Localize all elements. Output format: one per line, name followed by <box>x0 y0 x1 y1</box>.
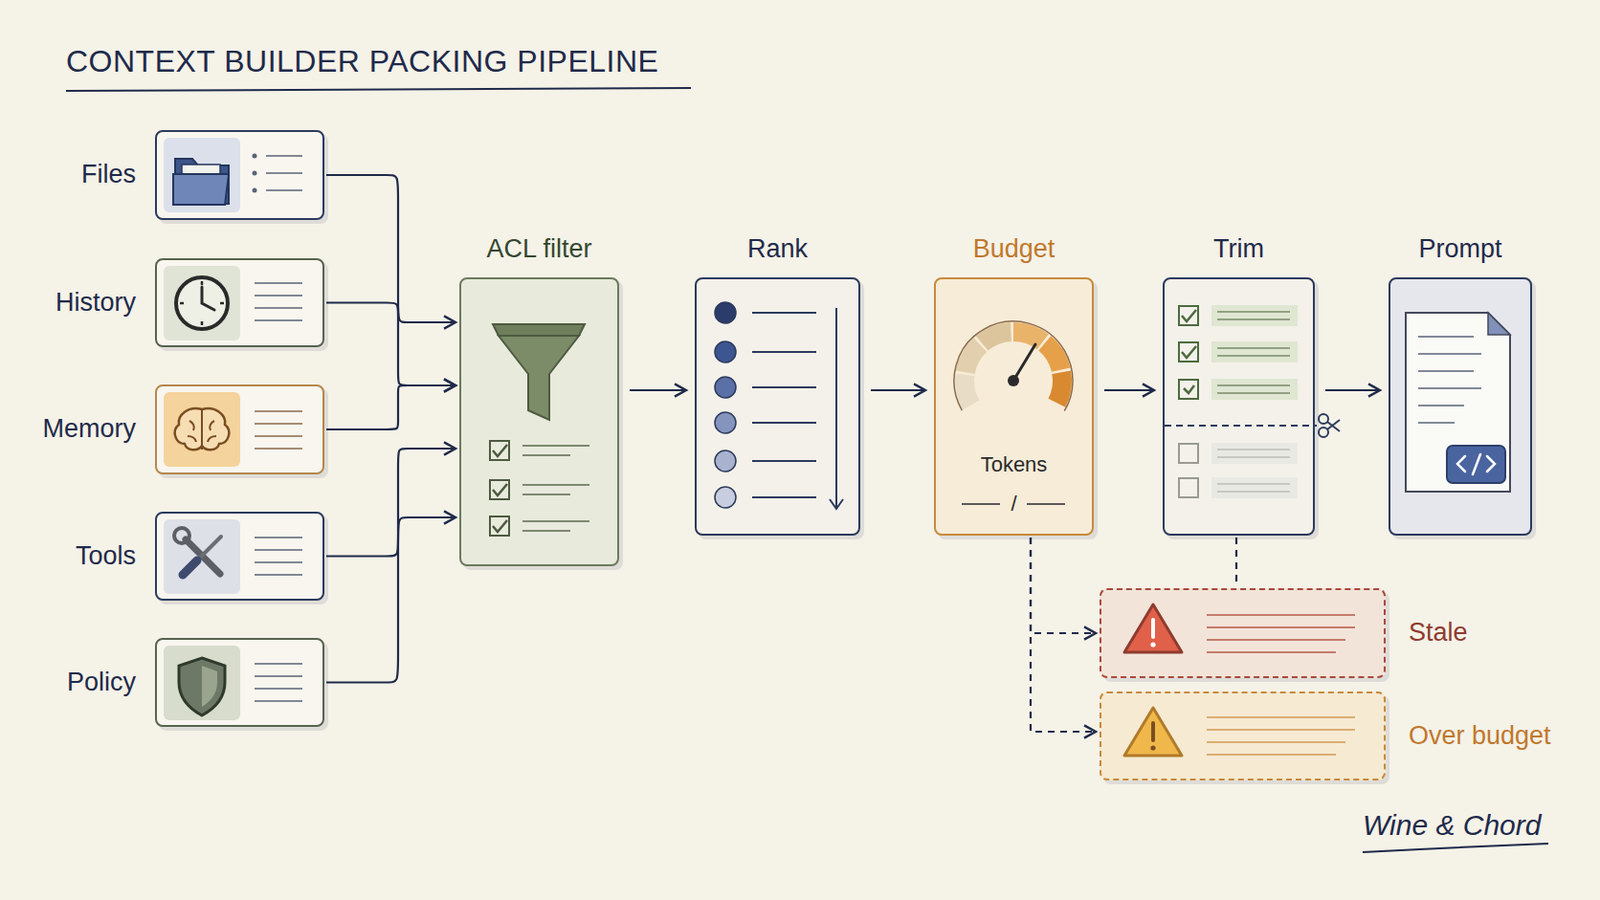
stage-box: ACL filter <box>459 277 620 567</box>
source-label: Policy <box>66 667 136 698</box>
gauge-caption: Tokens <box>935 452 1092 477</box>
source-label: History <box>55 288 136 318</box>
stage-heading: Trim <box>1164 234 1313 265</box>
source-box: Policy <box>155 638 325 728</box>
flow-connector <box>1325 389 1380 392</box>
signature-underline <box>1362 844 1549 853</box>
title-underline-part <box>66 88 691 91</box>
stage-box: BudgetTokens/ <box>933 277 1094 536</box>
flow-connector <box>870 389 926 392</box>
gauge-ratio: / <box>935 491 1092 516</box>
source-box: Files <box>155 130 325 221</box>
source-box: Memory <box>155 384 325 475</box>
flow-connector <box>326 175 456 323</box>
flow-connector <box>1030 537 1096 733</box>
source-label: Memory <box>42 414 136 445</box>
stage-heading: Rank <box>696 234 859 265</box>
flow-connector <box>1030 537 1096 634</box>
flow-connector <box>326 303 456 387</box>
flow-connector <box>326 448 456 557</box>
trim-checklist-part <box>1318 414 1329 424</box>
flow-connector <box>326 517 456 684</box>
stage-heading: Prompt <box>1390 234 1531 265</box>
trim-checklist-part <box>1318 427 1329 438</box>
flow-connector <box>1104 389 1155 392</box>
stage-heading: ACL filter <box>461 234 618 265</box>
diagram-title: CONTEXT BUILDER PACKING PIPELINE <box>66 44 659 80</box>
stage-heading: Budget <box>935 234 1092 265</box>
flow-connector <box>326 385 456 430</box>
title-underline <box>66 88 691 91</box>
source-box: Tools <box>155 511 325 601</box>
flow-connector <box>629 389 687 392</box>
watermark-text: Wine & Chord <box>1362 809 1541 843</box>
signature-underline-part <box>1362 844 1549 853</box>
trim-checklist-part <box>1327 420 1340 432</box>
stage-box: Prompt <box>1388 277 1533 536</box>
stage-box: Rank <box>694 277 861 536</box>
flow-connector <box>1235 537 1238 588</box>
warning-label: Stale <box>1408 618 1468 648</box>
stage-box: Trim <box>1162 277 1315 536</box>
source-box: History <box>155 258 325 348</box>
source-label: Files <box>81 159 136 190</box>
warning-box: Over budget <box>1099 691 1386 781</box>
source-label: Tools <box>75 541 136 572</box>
warning-label: Over budget <box>1408 721 1552 752</box>
warning-box: Stale <box>1099 588 1386 679</box>
